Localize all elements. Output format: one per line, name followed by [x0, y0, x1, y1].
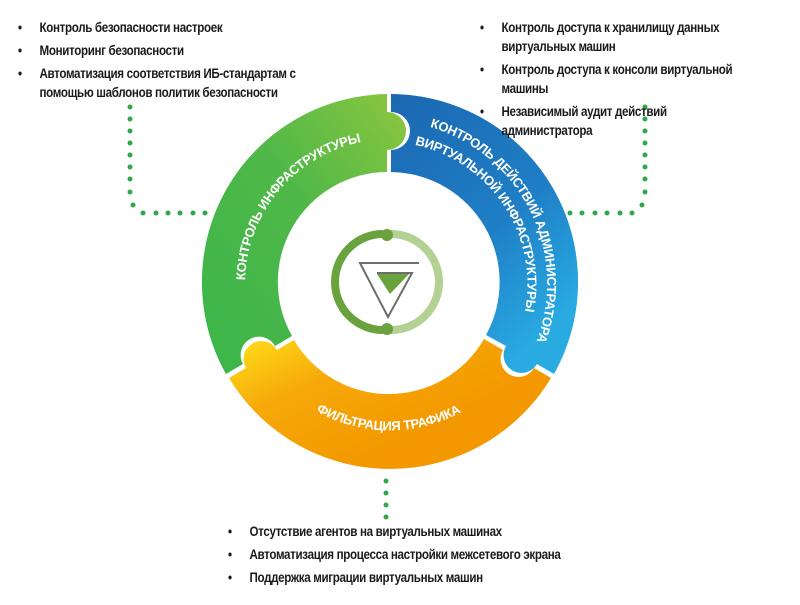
segment-infrastructure: [201, 94, 406, 374]
admin-features-list: •Контроль доступа к хранилищу данных вир…: [480, 18, 755, 144]
segment-traffic: [229, 339, 551, 469]
connector-bottom: [383, 478, 389, 520]
list-item: •Независимый аудит действий администрато…: [480, 104, 667, 138]
list-item: •Контроль доступа к хранилищу данных вир…: [480, 20, 720, 54]
traffic-features-list: •Отсутствие агентов на виртуальных машин…: [228, 522, 561, 591]
bullet-icon: •: [228, 570, 232, 585]
connector-left: [127, 104, 208, 216]
bullet-icon: •: [228, 524, 232, 539]
segment-admin: [391, 94, 579, 374]
list-item: •Контроль доступа к консоли виртуальной …: [480, 62, 733, 96]
product-logo-icon: [331, 229, 443, 335]
list-item: •Поддержка миграции виртуальных машин: [228, 570, 483, 585]
bullet-icon: •: [18, 20, 22, 35]
bullet-icon: •: [480, 62, 484, 77]
list-item: •Автоматизация процесса настройки межсет…: [228, 547, 561, 562]
bullet-icon: •: [480, 104, 484, 119]
list-item: •Контроль безопасности настроек: [18, 20, 223, 35]
infrastructure-features-list: •Контроль безопасности настроек •Монитор…: [18, 18, 323, 106]
bullet-icon: •: [18, 66, 22, 81]
bullet-icon: •: [18, 43, 22, 58]
bullet-icon: •: [480, 20, 484, 35]
bullet-icon: •: [228, 547, 232, 562]
connector-right: [567, 104, 648, 216]
list-item: •Отсутствие агентов на виртуальных машин…: [228, 524, 502, 539]
list-item: •Автоматизация соответствия ИБ-стандарта…: [18, 66, 296, 100]
list-item: •Мониторинг безопасности: [18, 43, 184, 58]
